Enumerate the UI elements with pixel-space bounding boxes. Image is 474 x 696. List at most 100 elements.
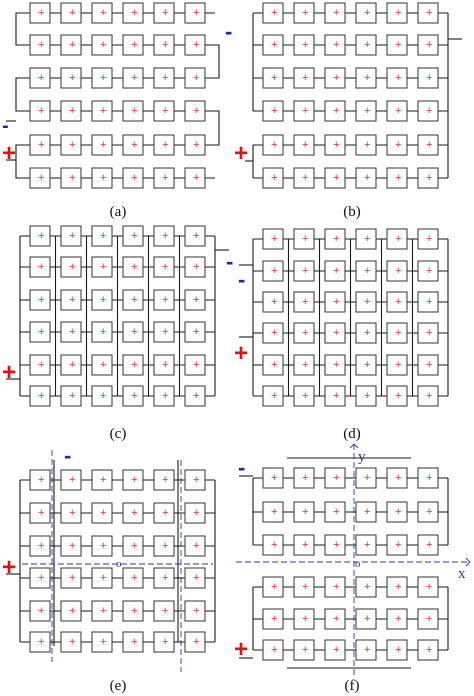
module-plus-mark: + (131, 507, 137, 519)
module-plus-mark: + (131, 636, 137, 648)
module-box (122, 631, 144, 653)
module-box (417, 576, 439, 598)
module-box (184, 34, 206, 56)
module-box (184, 385, 206, 407)
module-box (386, 34, 408, 56)
pv-module: + (184, 469, 206, 491)
pv-module: + (417, 228, 439, 250)
module-box (355, 260, 377, 282)
module-plus-mark: + (100, 507, 106, 519)
module-plus-mark: + (38, 474, 44, 486)
module-plus-mark: + (302, 296, 308, 308)
module-plus-mark: + (131, 390, 137, 402)
pv-module: + (417, 354, 439, 376)
module-plus-mark: + (131, 605, 137, 617)
module-plus-mark: + (38, 139, 44, 151)
module-box (91, 321, 113, 343)
module-box (324, 467, 346, 489)
pv-module: + (60, 256, 82, 278)
module-plus-mark: + (395, 72, 401, 84)
module-box (60, 321, 82, 343)
pv-module: + (122, 631, 144, 653)
module-plus-mark: + (395, 296, 401, 308)
module-plus-mark: + (131, 105, 137, 117)
module-box (153, 567, 175, 589)
module-box (184, 354, 206, 376)
module-box (386, 228, 408, 250)
pv-module: + (386, 34, 408, 56)
module-plus-mark: + (193, 230, 199, 242)
tie-wire (215, 110, 220, 146)
module-plus-mark: + (69, 7, 75, 19)
module-box (60, 600, 82, 622)
pv-module: + (324, 167, 346, 189)
module-plus-mark: + (302, 105, 308, 117)
module-box (417, 134, 439, 156)
module-box (122, 321, 144, 343)
pv-module: + (293, 322, 315, 344)
module-box (153, 225, 175, 247)
module-plus-mark: + (38, 294, 44, 306)
module-plus-mark: + (271, 265, 277, 277)
pv-module: + (29, 67, 51, 89)
module-box (293, 134, 315, 156)
module-box (355, 576, 377, 598)
module-plus-mark: + (271, 390, 277, 402)
module-plus-mark: + (193, 294, 199, 306)
module-box (122, 100, 144, 122)
pv-module: + (122, 567, 144, 589)
pv-module: + (184, 289, 206, 311)
pv-module: + (60, 67, 82, 89)
module-box (91, 535, 113, 557)
module-plus-mark: + (333, 39, 339, 51)
module-plus-mark: + (100, 474, 106, 486)
pv-module: + (91, 100, 113, 122)
pv-module: + (91, 167, 113, 189)
module-box (355, 608, 377, 630)
module-box (184, 2, 206, 24)
pv-module: + (262, 354, 284, 376)
pv-module: + (91, 469, 113, 491)
pv-module: + (29, 100, 51, 122)
panel-f-origin-label: o (355, 558, 361, 570)
module-plus-mark: + (426, 296, 432, 308)
module-plus-mark: + (333, 72, 339, 84)
module-plus-mark: + (69, 39, 75, 51)
module-box (417, 534, 439, 556)
module-box (262, 639, 284, 661)
module-box (262, 134, 284, 156)
module-plus-mark: + (395, 359, 401, 371)
tie-wire (15, 77, 20, 112)
module-box (60, 502, 82, 524)
module-box (60, 535, 82, 557)
pv-module: + (29, 2, 51, 24)
module-box (386, 134, 408, 156)
pv-module: + (60, 167, 82, 189)
module-box (293, 67, 315, 89)
module-plus-mark: + (131, 359, 137, 371)
pv-module: + (91, 289, 113, 311)
module-plus-mark: + (271, 581, 277, 593)
module-plus-mark: + (162, 172, 168, 184)
pv-module: + (293, 228, 315, 250)
module-box (386, 385, 408, 407)
module-box (153, 600, 175, 622)
module-plus-mark: + (162, 474, 168, 486)
module-box (386, 2, 408, 24)
module-plus-mark: + (69, 359, 75, 371)
module-box (184, 631, 206, 653)
module-plus-mark: + (426, 39, 432, 51)
pv-module: + (153, 2, 175, 24)
module-plus-mark: + (302, 72, 308, 84)
pv-module: + (184, 2, 206, 24)
module-plus-mark: + (193, 261, 199, 273)
module-box (122, 256, 144, 278)
module-box (29, 469, 51, 491)
module-plus-mark: + (333, 390, 339, 402)
pv-module: + (293, 34, 315, 56)
pv-module: + (262, 467, 284, 489)
module-plus-mark: + (100, 230, 106, 242)
pv-module: + (60, 385, 82, 407)
module-plus-mark: + (100, 294, 106, 306)
module-plus-mark: + (333, 296, 339, 308)
